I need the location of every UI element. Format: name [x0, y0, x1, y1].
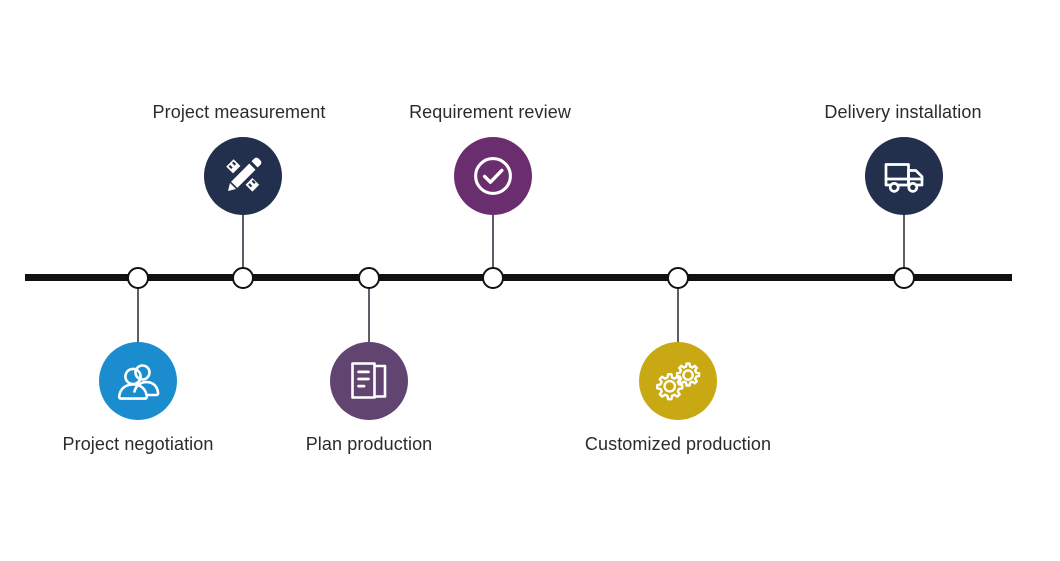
icon-bubble-project-measurement[interactable] — [204, 137, 282, 215]
document-stack-icon — [347, 359, 391, 403]
icon-bubble-plan-production[interactable] — [330, 342, 408, 420]
leader-line-customized-production — [677, 280, 679, 344]
caption-delivery-installation: Delivery installation — [824, 102, 982, 122]
check-circle-icon — [470, 153, 516, 199]
icon-bubble-customized-production[interactable] — [639, 342, 717, 420]
users-group-icon — [115, 358, 161, 404]
icon-bubble-requirement-review[interactable] — [454, 137, 532, 215]
axis-node-project-measurement[interactable] — [232, 267, 254, 289]
axis-node-plan-production[interactable] — [358, 267, 380, 289]
axis-node-customized-production[interactable] — [667, 267, 689, 289]
gears-icon — [655, 358, 701, 404]
axis-node-delivery-installation[interactable] — [893, 267, 915, 289]
leader-line-project-negotiation — [137, 280, 139, 344]
caption-plan-production: Plan production — [305, 434, 433, 454]
icon-bubble-project-negotiation[interactable] — [99, 342, 177, 420]
timeline-axis — [25, 274, 1012, 281]
leader-line-requirement-review — [492, 214, 494, 276]
axis-node-project-negotiation[interactable] — [127, 267, 149, 289]
delivery-truck-icon — [881, 153, 927, 199]
ruler-pencil-icon — [220, 153, 266, 199]
leader-line-project-measurement — [242, 214, 244, 276]
leader-line-delivery-installation — [903, 214, 905, 276]
caption-project-negotiation: Project negotiation — [62, 434, 214, 454]
axis-node-requirement-review[interactable] — [482, 267, 504, 289]
caption-customized-production: Customized production — [584, 434, 772, 454]
caption-requirement-review: Requirement review — [409, 102, 571, 122]
caption-project-measurement: Project measurement — [152, 102, 326, 122]
icon-bubble-delivery-installation[interactable] — [865, 137, 943, 215]
leader-line-plan-production — [368, 280, 370, 344]
